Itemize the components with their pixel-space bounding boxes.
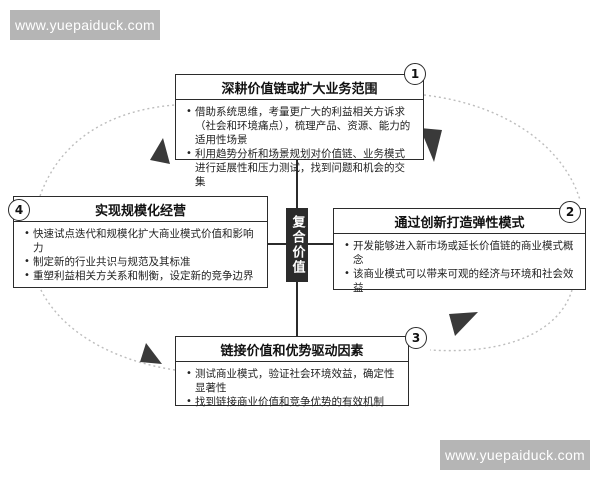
stage-3-bullets: 测试商业模式，验证社会环境效益，确定性显著性 找到链接商业价值和竞争优势的有效机… bbox=[176, 362, 408, 413]
stage-1-bullet-2: 利用趋势分析和场景规划对价值链、业务模式进行延展性和压力测试，找到问题和机会的交… bbox=[186, 147, 415, 189]
stage-1-title: 深耕价值链或扩大业务范围 bbox=[176, 75, 423, 100]
stage-1-bullet-1: 借助系统思维，考量更广大的利益相关方诉求（社会和环境痛点），梳理产品、资源、能力… bbox=[186, 105, 415, 147]
stage-4-bullets: 快速试点迭代和规模化扩大商业模式价值和影响力 制定新的行业共识与规范及其标准 重… bbox=[14, 222, 267, 287]
stage-3-title: 链接价值和优势驱动因素 bbox=[176, 337, 408, 362]
stage-box-3: 链接价值和优势驱动因素 测试商业模式，验证社会环境效益，确定性显著性 找到链接商… bbox=[175, 336, 409, 409]
stage-2-bullet-2: 该商业模式可以带来可观的经济与环境和社会效益 bbox=[344, 267, 577, 295]
stage-4-bullet-1: 快速试点迭代和规模化扩大商业模式价值和影响力 bbox=[24, 227, 259, 255]
arrow-1-to-2-head bbox=[420, 128, 442, 162]
stage-number-1: 1 bbox=[404, 63, 426, 85]
arrow-3-to-4-head bbox=[140, 343, 162, 364]
stage-2-bullets: 开发能够进入新市场或延长价值链的商业模式概念 该商业模式可以带来可观的经济与环境… bbox=[334, 234, 585, 299]
arrow-1-to-2 bbox=[423, 94, 581, 201]
stage-2-bullet-1: 开发能够进入新市场或延长价值链的商业模式概念 bbox=[344, 239, 577, 267]
watermark-bottom: www.yuepaiduck.com bbox=[440, 440, 590, 470]
center-label: 复合价值 bbox=[286, 208, 308, 282]
stage-4-bullet-2: 制定新的行业共识与规范及其标准 bbox=[24, 255, 259, 269]
stage-1-bullets: 借助系统思维，考量更广大的利益相关方诉求（社会和环境痛点），梳理产品、资源、能力… bbox=[176, 100, 423, 193]
stage-3-bullet-1: 测试商业模式，验证社会环境效益，确定性显著性 bbox=[186, 367, 400, 395]
arrow-2-to-3-head bbox=[449, 312, 478, 336]
arrow-4-to-1 bbox=[39, 104, 176, 197]
stage-box-1: 深耕价值链或扩大业务范围 借助系统思维，考量更广大的利益相关方诉求（社会和环境痛… bbox=[175, 74, 424, 188]
stage-3-bullet-2: 找到链接商业价值和竞争优势的有效机制 bbox=[186, 395, 400, 409]
stage-4-title: 实现规模化经营 bbox=[14, 197, 267, 222]
stage-2-title: 通过创新打造弹性模式 bbox=[334, 209, 585, 234]
arrow-4-to-1-head bbox=[150, 138, 170, 164]
stage-number-4: 4 bbox=[8, 199, 30, 221]
stage-number-3: 3 bbox=[405, 327, 427, 349]
stage-number-2: 2 bbox=[559, 201, 581, 223]
stage-box-4: 实现规模化经营 快速试点迭代和规模化扩大商业模式价值和影响力 制定新的行业共识与… bbox=[13, 196, 268, 288]
stage-4-bullet-3: 重塑利益相关方关系和制衡，设定新的竞争边界 bbox=[24, 269, 259, 283]
stage-box-2: 通过创新打造弹性模式 开发能够进入新市场或延长价值链的商业模式概念 该商业模式可… bbox=[333, 208, 586, 294]
watermark-top: www.yuepaiduck.com bbox=[10, 10, 160, 40]
